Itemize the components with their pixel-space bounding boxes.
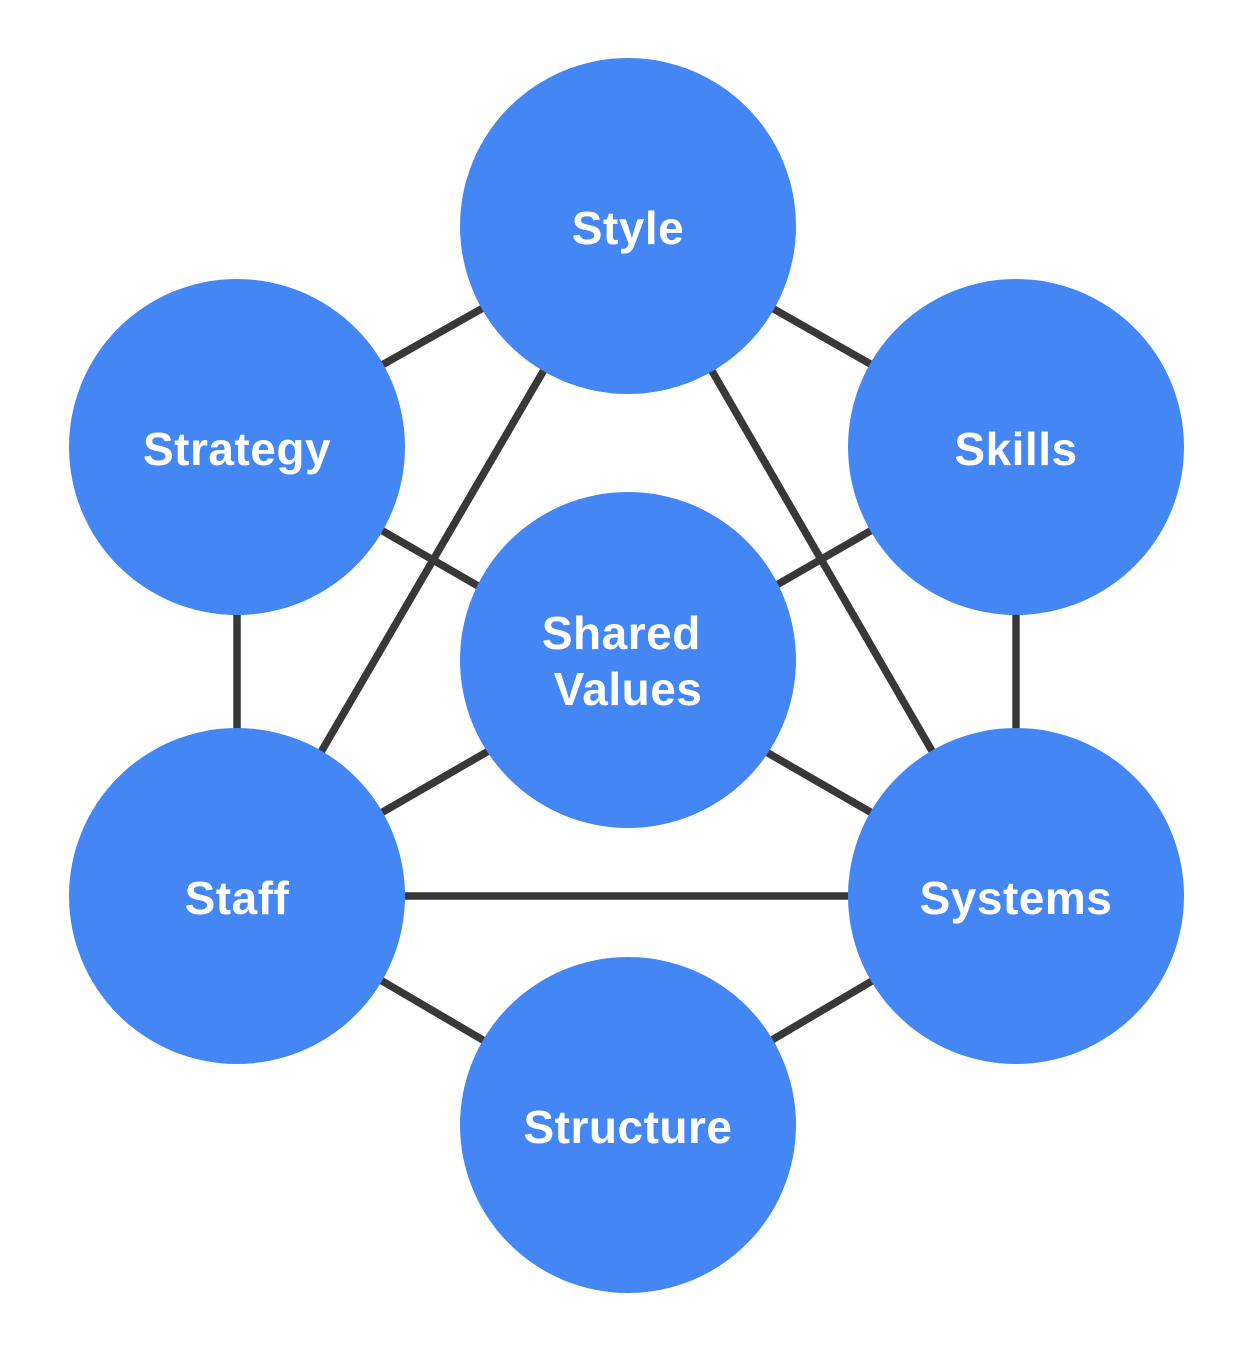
node-structure: Structure: [460, 957, 796, 1293]
node-shared-values-label-line1: Shared: [542, 607, 701, 659]
node-style-circle: [460, 58, 796, 394]
node-style: Style: [460, 58, 796, 394]
node-skills: Skills: [848, 279, 1184, 615]
node-shared-values-label-line2: Values: [554, 663, 703, 715]
node-staff-label: Staff: [185, 872, 290, 924]
node-strategy: Strategy: [69, 279, 405, 615]
node-skills-label: Skills: [954, 423, 1077, 475]
node-strategy-circle: [69, 279, 405, 615]
node-systems: Systems: [848, 728, 1184, 1064]
node-structure-label: Structure: [524, 1101, 733, 1153]
node-style-label: Style: [572, 202, 684, 254]
node-staff-circle: [69, 728, 405, 1064]
node-structure-circle: [460, 957, 796, 1293]
node-shared-values-circle: [460, 492, 796, 828]
node-systems-circle: [848, 728, 1184, 1064]
node-strategy-label: Strategy: [143, 423, 331, 475]
node-shared-values-label: Shared Values: [542, 607, 714, 715]
node-systems-label: Systems: [920, 872, 1113, 924]
node-skills-circle: [848, 279, 1184, 615]
node-shared-values: Shared Values: [460, 492, 796, 828]
node-staff: Staff: [69, 728, 405, 1064]
